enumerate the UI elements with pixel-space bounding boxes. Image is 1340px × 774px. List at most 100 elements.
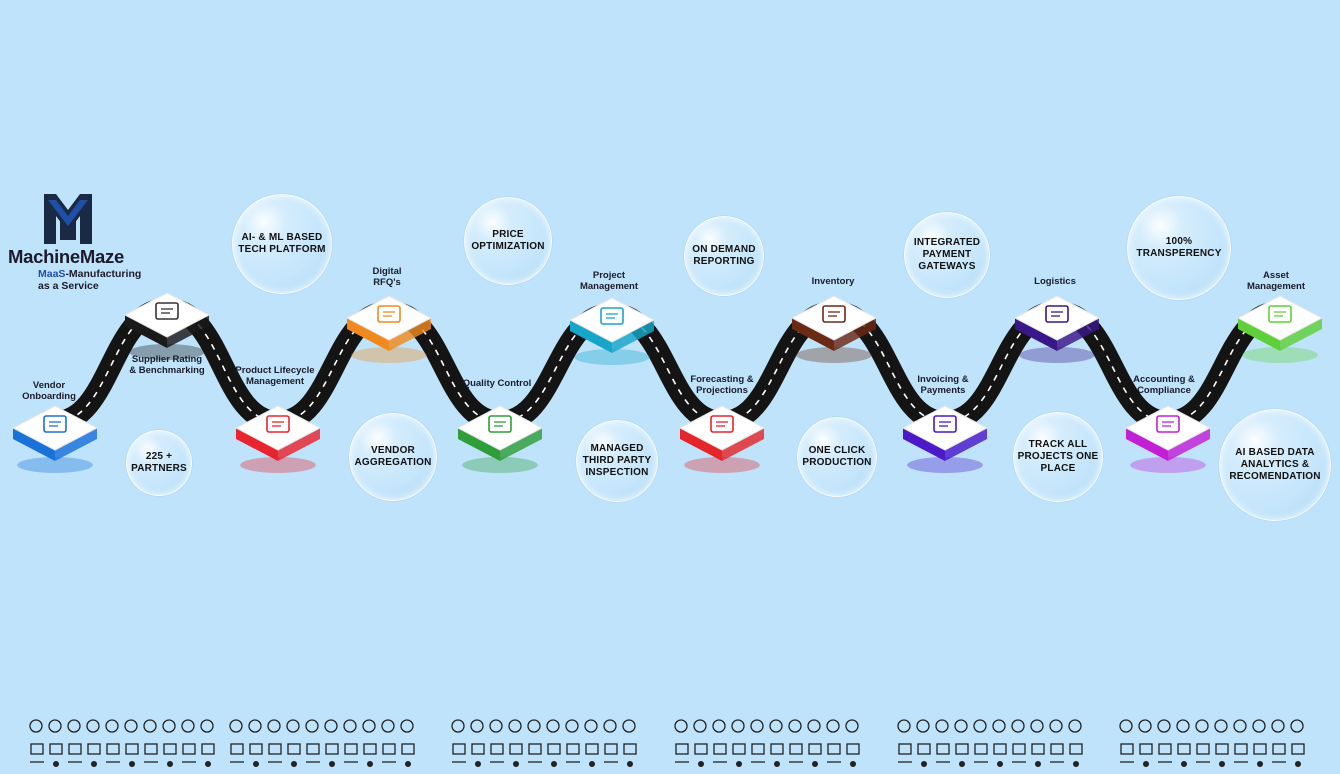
step-label-12: Asset Management (1246, 270, 1306, 292)
step-side-right (500, 428, 542, 461)
step-glow (1019, 347, 1095, 363)
step-node-11 (1124, 405, 1212, 473)
step-glow (574, 349, 650, 365)
machinemaze-logo-icon (44, 194, 92, 244)
invoice-dollar-icon (933, 415, 957, 433)
brand-name: MachineMaze (8, 246, 124, 267)
feature-bubble-2: 225 + PARTNERS (126, 430, 192, 496)
clipboard-check-icon (1156, 415, 1180, 433)
step-label-10: Logistics (1034, 276, 1076, 287)
feature-bubble-3: VENDOR AGGREGATION (349, 413, 437, 501)
feature-bubble-text: VENDOR AGGREGATION (354, 445, 432, 468)
step-label-8: Inventory (811, 276, 855, 287)
step-label-1: Vendor Onboarding (22, 380, 76, 402)
chart-growth-icon (710, 415, 734, 433)
footer-icon-group-6 (1119, 719, 1305, 767)
step-node-8 (790, 295, 878, 363)
step-top (678, 405, 766, 451)
feature-bubble-4: PRICE OPTIMIZATION (464, 197, 552, 285)
step-top (1124, 405, 1212, 451)
brand-tag-line2: as a Service (38, 280, 99, 292)
step-top (345, 295, 433, 341)
asset-hand-house-icon (1268, 305, 1292, 323)
feature-bubble-text: 225 + PARTNERS (131, 451, 187, 474)
step-top (790, 295, 878, 341)
step-top (568, 297, 656, 343)
step-node-3 (234, 405, 322, 473)
step-side-left (347, 318, 389, 351)
step-side-right (1280, 318, 1322, 351)
feature-bubble-text: TRACK ALL PROJECTS ONE PLACE (1017, 439, 1099, 474)
step-label-11: Accounting & Compliance (1133, 374, 1195, 396)
step-label-4: Digital RFQ's (372, 266, 402, 288)
step-label-5: Quality Control (462, 378, 532, 389)
step-top (1013, 295, 1101, 341)
step-side-right (612, 320, 654, 353)
feature-bubble-10: 100% TRANSPERENCY (1127, 196, 1231, 300)
brand-tag-rest: -Manufacturing (65, 268, 142, 280)
footer-icon-group-5 (897, 719, 1083, 767)
step-top (234, 405, 322, 451)
step-glow (1242, 347, 1318, 363)
step-side-left (680, 428, 722, 461)
lifecycle-cycle-icon (266, 415, 290, 433)
step-glow (462, 457, 538, 473)
brand-tagline: MaaS-Manufacturing as a Service (38, 268, 141, 292)
step-node-10 (1013, 295, 1101, 363)
step-node-1 (11, 405, 99, 473)
step-node-9 (901, 405, 989, 473)
step-side-right (278, 428, 320, 461)
step-glow (240, 457, 316, 473)
feature-bubble-text: ON DEMAND REPORTING (692, 244, 756, 267)
footer-icon-group-1 (29, 719, 215, 767)
step-side-left (903, 428, 945, 461)
feature-bubble-1: AI- & ML BASED TECH PLATFORM (232, 194, 332, 294)
brand-tag-prefix: MaaS (38, 268, 66, 280)
step-side-right (389, 318, 431, 351)
feature-bubble-text: PRICE OPTIMIZATION (471, 229, 545, 252)
step-label-3: Product Lifecycle Management (235, 365, 315, 387)
step-glow (907, 457, 983, 473)
step-side-right (55, 428, 97, 461)
feature-bubble-5: MANAGED THIRD PARTY INSPECTION (576, 420, 658, 502)
step-side-left (1238, 318, 1280, 351)
step-side-right (1057, 318, 1099, 351)
feature-bubble-text: INTEGRATED PAYMENT GATEWAYS (913, 237, 981, 272)
feature-bubble-8: INTEGRATED PAYMENT GATEWAYS (904, 212, 990, 298)
step-node-5 (456, 405, 544, 473)
step-side-right (834, 318, 876, 351)
step-top (11, 405, 99, 451)
footer-icon-group-3 (451, 719, 637, 767)
step-glow (17, 457, 93, 473)
rating-stars-group-icon (155, 302, 179, 320)
step-side-right (722, 428, 764, 461)
step-top (1236, 295, 1324, 341)
step-side-left (13, 428, 55, 461)
step-label-6: Project Management (579, 270, 639, 292)
step-label-9: Invoicing & Payments (917, 374, 969, 396)
step-node-6 (568, 297, 656, 365)
manufacturing-icons-strip (29, 719, 1305, 767)
footer-icon-group-2 (229, 719, 415, 767)
step-glow (684, 457, 760, 473)
feature-bubble-text: AI- & ML BASED TECH PLATFORM (238, 232, 326, 255)
feature-bubble-11: AI BASED DATA ANALYTICS & RECOMENDATION (1219, 409, 1331, 521)
step-glow (796, 347, 872, 363)
handshake-icon (377, 305, 401, 323)
step-glow (351, 347, 427, 363)
brand-logo: MachineMaze MaaS-Manufacturing as a Serv… (8, 190, 141, 292)
step-side-left (792, 318, 834, 351)
step-side-right (945, 428, 987, 461)
step-node-7 (678, 405, 766, 473)
footer-icon-group-4 (674, 719, 860, 767)
feature-bubble-6: ON DEMAND REPORTING (684, 216, 764, 296)
step-node-12 (1236, 295, 1324, 363)
feature-bubble-text: AI BASED DATA ANALYTICS & RECOMENDATION (1229, 447, 1321, 482)
laptop-checklist-icon (43, 415, 67, 433)
project-cycle-icon (600, 307, 624, 325)
feature-bubble-text: MANAGED THIRD PARTY INSPECTION (582, 443, 652, 478)
step-side-right (1168, 428, 1210, 461)
step-side-left (1015, 318, 1057, 351)
